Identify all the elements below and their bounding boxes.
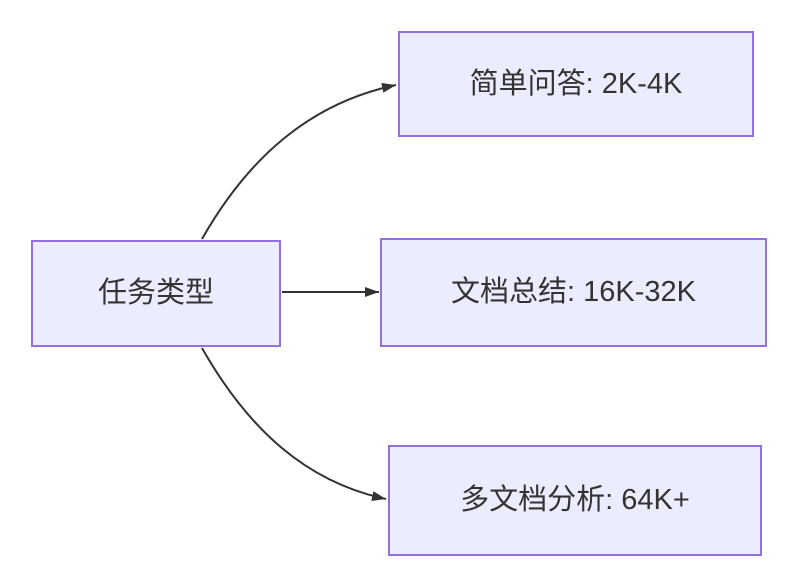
node-doc-summary-label: 文档总结: 16K-32K xyxy=(451,276,696,308)
node-multi-doc-label: 多文档分析: 64K+ xyxy=(460,484,690,516)
node-task-type-label: 任务类型 xyxy=(97,277,214,309)
edge-root-to-simple-qa xyxy=(201,82,397,240)
node-multi-doc: 多文档分析: 64K+ xyxy=(388,445,762,556)
node-task-type: 任务类型 xyxy=(31,240,281,347)
edge-root-to-multi-doc xyxy=(201,347,387,501)
node-simple-qa: 简单问答: 2K-4K xyxy=(398,31,754,137)
node-simple-qa-label: 简单问答: 2K-4K xyxy=(469,67,683,100)
node-doc-summary: 文档总结: 16K-32K xyxy=(380,238,767,347)
